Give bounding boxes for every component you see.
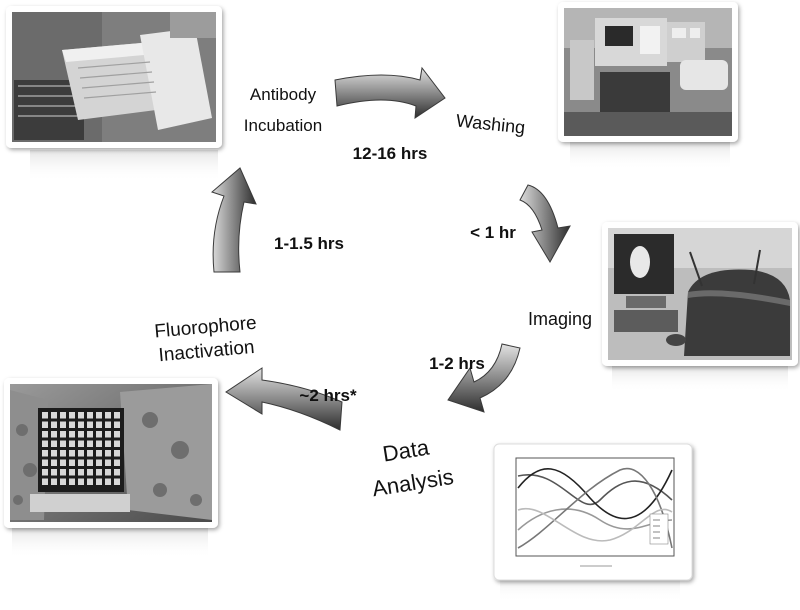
- plate-well: [60, 431, 66, 438]
- plate-well: [69, 440, 75, 447]
- plate-well: [60, 421, 66, 428]
- plate-well: [51, 450, 57, 457]
- cycle-arrows: [211, 66, 571, 431]
- plate-well: [42, 440, 48, 447]
- duration-washing-to-imaging: < 1 hr: [470, 223, 516, 242]
- plate-well: [114, 431, 120, 438]
- plate-well: [69, 412, 75, 419]
- plate-well: [87, 440, 93, 447]
- plate-well: [87, 450, 93, 457]
- plate-well: [96, 459, 102, 466]
- plate-well: [60, 469, 66, 476]
- duration-inactivation-to-antibody: 1-1.5 hrs: [274, 234, 344, 253]
- plate-well: [51, 412, 57, 419]
- arrow-imaging-to-analysis: [447, 343, 521, 413]
- plate-well: [96, 412, 102, 419]
- label-antibody-line2: Incubation: [244, 116, 322, 135]
- plate-well: [60, 450, 66, 457]
- plate-well: [105, 478, 111, 485]
- plate-well: [105, 469, 111, 476]
- plate-well: [114, 440, 120, 447]
- duration-imaging-to-analysis: 1-2 hrs: [429, 354, 485, 373]
- plate-well: [69, 421, 75, 428]
- label-antibody-line1: Antibody: [250, 85, 317, 104]
- plate-well: [87, 412, 93, 419]
- imaging-station-photo: [602, 222, 798, 392]
- plate-well: [87, 431, 93, 438]
- plate-well: [51, 459, 57, 466]
- plate-well: [60, 412, 66, 419]
- arrow-antibody-to-washing: [334, 66, 446, 119]
- plate-well: [105, 440, 111, 447]
- plate-well: [51, 469, 57, 476]
- plate-well: [42, 459, 48, 466]
- plate-well: [78, 478, 84, 485]
- plate-well: [51, 421, 57, 428]
- plate-well: [87, 421, 93, 428]
- plate-well: [51, 478, 57, 485]
- plate-well: [78, 450, 84, 457]
- label-washing: Washing: [455, 110, 526, 137]
- fluorophore-inactivation-photo: [4, 378, 218, 558]
- arrow-analysis-to-inactivation: [225, 367, 343, 431]
- plate-well: [42, 469, 48, 476]
- plate-well: [114, 478, 120, 485]
- arrow-inactivation-to-antibody: [211, 167, 257, 273]
- plate-well: [42, 478, 48, 485]
- plate-well: [42, 421, 48, 428]
- plate-well: [114, 450, 120, 457]
- plate-well: [96, 469, 102, 476]
- plate-well: [105, 459, 111, 466]
- plate-well: [87, 469, 93, 476]
- plate-well: [42, 450, 48, 457]
- plate-well: [69, 459, 75, 466]
- plate-well: [96, 440, 102, 447]
- label-analysis-line1: Data: [381, 434, 432, 466]
- plate-well: [87, 478, 93, 485]
- antibody-incubation-photo: [6, 6, 222, 182]
- plate-well: [51, 431, 57, 438]
- duration-antibody-to-washing: 12-16 hrs: [353, 144, 428, 163]
- plate-well: [60, 459, 66, 466]
- plate-well: [96, 478, 102, 485]
- plate-well: [105, 412, 111, 419]
- plate-well: [96, 421, 102, 428]
- plate-well: [114, 421, 120, 428]
- plate-washer-photo: [558, 2, 738, 170]
- plate-well: [114, 469, 120, 476]
- plate-well: [78, 431, 84, 438]
- plate-well: [78, 440, 84, 447]
- plate-well: [69, 478, 75, 485]
- label-analysis-line2: Analysis: [370, 464, 455, 502]
- arrow-washing-to-imaging: [519, 184, 571, 263]
- plate-well: [78, 459, 84, 466]
- label-fluorophore-line2: Inactivation: [158, 337, 256, 366]
- plate-well: [105, 421, 111, 428]
- data-analysis-plot: [493, 443, 693, 602]
- plate-well: [114, 412, 120, 419]
- plate-well: [42, 412, 48, 419]
- duration-labels: 12-16 hrs < 1 hr 1-2 hrs ~2 hrs* 1-1.5 h…: [274, 144, 516, 405]
- plate-well: [78, 421, 84, 428]
- plate-well: [69, 431, 75, 438]
- label-imaging: Imaging: [528, 309, 592, 329]
- duration-analysis-to-inactivation: ~2 hrs*: [299, 386, 357, 405]
- plate-well: [60, 440, 66, 447]
- plate-well: [42, 431, 48, 438]
- plate-well: [78, 412, 84, 419]
- plate-well: [96, 450, 102, 457]
- plate-well: [51, 440, 57, 447]
- plate-well: [114, 459, 120, 466]
- plate-well: [69, 450, 75, 457]
- plate-well: [60, 478, 66, 485]
- plate-well: [78, 469, 84, 476]
- plate-well: [87, 459, 93, 466]
- plate-well: [105, 450, 111, 457]
- plate-well: [96, 431, 102, 438]
- plate-well: [105, 431, 111, 438]
- plate-well: [69, 469, 75, 476]
